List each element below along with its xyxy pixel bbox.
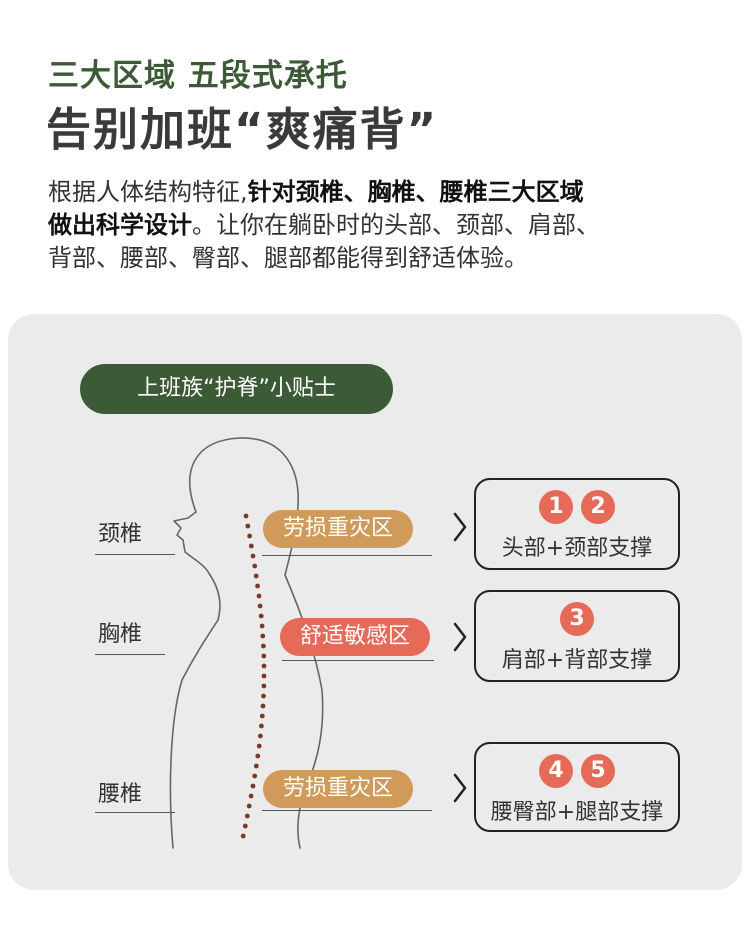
spine-dot [260, 703, 266, 709]
tag-strain-zone: 劳损重灾区 [263, 510, 413, 548]
support-box-3: 4 5 腰臀部+腿部支撑 [474, 742, 680, 832]
spine-dot [258, 613, 264, 619]
number-badge: 2 [581, 490, 615, 524]
number-badge: 5 [581, 754, 615, 788]
description-line-1: 根据人体结构特征,针对颈椎、胸椎、腰椎三大区域 [48, 176, 718, 209]
divider [262, 810, 432, 811]
chevron-right-icon [453, 773, 467, 803]
support-box-1: 1 2 头部+颈部支撑 [474, 478, 680, 570]
spine-dot [258, 733, 263, 739]
spine-dot [259, 623, 265, 629]
spine-dot [253, 573, 259, 579]
spine-dot [252, 773, 258, 779]
spine-dots-icon [240, 513, 267, 839]
spine-dot [255, 583, 260, 589]
tag-strain-zone: 劳损重灾区 [263, 770, 413, 808]
divider [262, 555, 432, 556]
spine-dot [261, 653, 267, 659]
spine-dot [257, 603, 263, 609]
chevron-right-icon [453, 622, 467, 652]
spine-dot [261, 683, 267, 689]
support-box-2: 3 肩部+背部支撑 [474, 590, 680, 682]
spine-dot [259, 723, 264, 729]
support-text: 腰臀部+腿部支撑 [490, 800, 664, 825]
spine-dot [248, 543, 254, 549]
number-badges: 1 2 [476, 490, 678, 524]
spine-dot [261, 663, 267, 669]
page-title: 告别加班“爽痛背” [46, 103, 439, 156]
description-line-2-bold: 做出科学设计 [48, 211, 192, 239]
description: 根据人体结构特征,针对颈椎、胸椎、腰椎三大区域 做出科学设计。让你在躺卧时的头部… [48, 176, 718, 275]
spine-dot [256, 743, 262, 749]
spine-dot [250, 783, 256, 789]
label-cervical: 颈椎 [98, 522, 143, 547]
spine-dot [247, 533, 253, 539]
description-line-2: 做出科学设计。让你在躺卧时的头部、颈部、肩部、 [48, 209, 718, 242]
spine-dot [261, 693, 266, 699]
chevron-icons [453, 512, 467, 803]
spine-dot [250, 553, 256, 559]
spine-dot [256, 593, 262, 599]
spine-dot [248, 793, 254, 799]
divider [95, 812, 175, 813]
support-text: 肩部+背部支撑 [501, 648, 653, 673]
spine-dot [261, 673, 267, 679]
description-line-2-plain: 。让你在躺卧时的头部、颈部、肩部、 [192, 211, 600, 239]
spine-dot [260, 633, 266, 639]
spine-dot [242, 823, 248, 829]
spine-dot [261, 643, 266, 649]
number-badge: 1 [539, 490, 573, 524]
number-badge: 3 [560, 602, 594, 636]
spine-dot [255, 753, 261, 759]
spine-dot [252, 563, 258, 569]
spine-dot [244, 813, 250, 819]
number-badges: 4 5 [476, 754, 678, 788]
description-line-3: 背部、腰部、臀部、腿部都能得到舒适体验。 [48, 244, 528, 272]
spine-dot [246, 803, 252, 809]
divider [282, 660, 434, 661]
description-line-1-plain: 根据人体结构特征, [48, 178, 248, 206]
spine-dot [259, 713, 265, 719]
support-text: 头部+颈部支撑 [501, 536, 653, 561]
divider [95, 654, 165, 655]
chevron-right-icon [453, 512, 467, 542]
tips-pill: 上班族“护脊”小贴士 [80, 364, 393, 414]
number-badges: 3 [476, 602, 678, 636]
spine-dot [240, 833, 246, 839]
spine-dot [253, 763, 259, 769]
tag-sensitive-zone: 舒适敏感区 [280, 618, 430, 656]
spine-dot [245, 523, 251, 529]
number-badge: 4 [539, 754, 573, 788]
description-line-1-bold: 针对颈椎、胸椎、腰椎三大区域 [247, 178, 584, 206]
spine-dot [243, 513, 249, 519]
divider [95, 554, 175, 555]
label-lumbar: 腰椎 [98, 782, 143, 807]
subtitle: 三大区域 五段式承托 [48, 58, 348, 94]
label-thoracic: 胸椎 [98, 622, 143, 647]
